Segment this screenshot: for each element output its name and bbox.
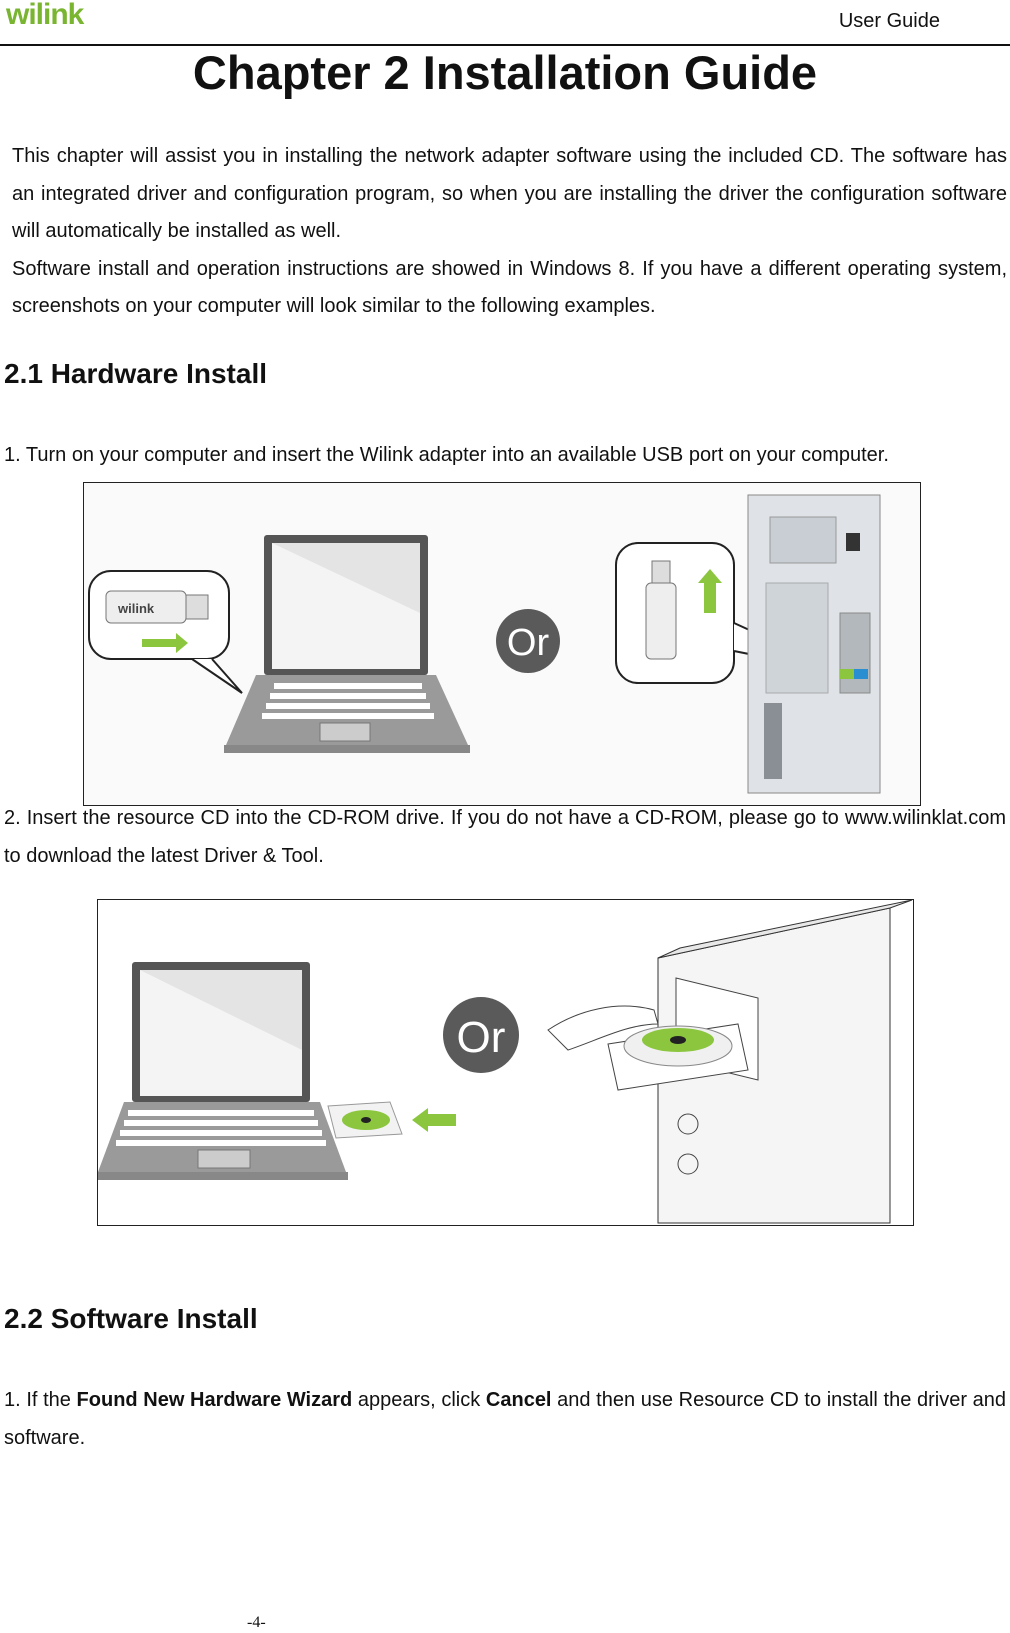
chapter-title: Chapter 2 Installation Guide xyxy=(192,46,818,99)
section-heading-hardware-install: 2.1 Hardware Install xyxy=(4,358,268,389)
hardware-step-2: 2. Insert the resource CD into the CD-RO… xyxy=(4,807,1006,867)
hardware-step-1: 1. Turn on your computer and insert the … xyxy=(4,444,889,466)
desktop-tower-illustration xyxy=(747,494,881,794)
or-badge: Or xyxy=(496,609,560,673)
desktop-cd-drive-illustration xyxy=(547,900,913,1224)
svg-text:wilink: wilink xyxy=(117,601,155,616)
intro-text: This chapter will assist you in installi… xyxy=(12,138,1007,326)
intro-paragraph-1: This chapter will assist you in installi… xyxy=(12,145,1007,242)
figure-usb-insert: wilink Or xyxy=(83,482,921,806)
software-step-1-suffix: and then use Resource CD to install the … xyxy=(4,1389,1006,1449)
or-badge-2: Or xyxy=(443,997,519,1073)
header-guide-label: User Guide xyxy=(838,10,940,32)
software-step-1-prefix: 1. If the xyxy=(4,1389,77,1411)
found-new-hardware-wizard-label: Found New Hardware Wizard xyxy=(76,1389,353,1411)
page-number: -4- xyxy=(247,1614,266,1631)
svg-text:Or: Or xyxy=(457,1013,506,1062)
cancel-label: Cancel xyxy=(485,1389,552,1411)
wilink-logo: wilink xyxy=(6,0,84,31)
cd-insert-illustration: Or xyxy=(98,900,913,1225)
svg-text:Or: Or xyxy=(507,622,550,664)
software-step-1-mid: appears, click xyxy=(352,1389,486,1411)
usb-callout-left: wilink xyxy=(88,570,243,694)
laptop-illustration xyxy=(224,535,470,753)
figure-cd-insert: Or xyxy=(97,899,914,1226)
intro-paragraph-2: Software install and operation instructi… xyxy=(12,257,1007,318)
usb-insert-illustration: wilink Or xyxy=(84,483,920,805)
header-divider xyxy=(0,44,1010,46)
laptop-cd-illustration xyxy=(98,962,456,1180)
software-step-1: 1. If the Found New Hardware Wizard appe… xyxy=(4,1382,1006,1457)
section-heading-software-install: 2.2 Software Install xyxy=(4,1303,258,1334)
